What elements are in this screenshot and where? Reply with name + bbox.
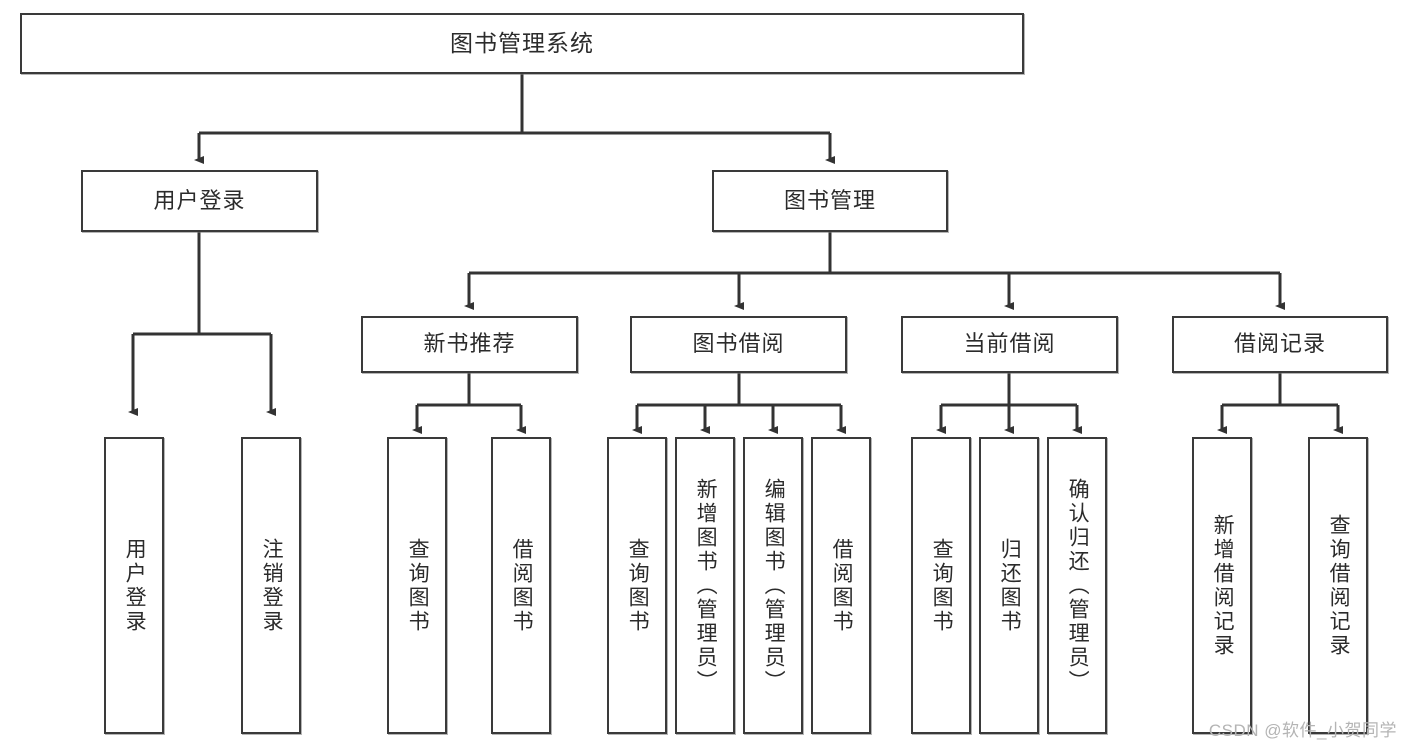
node-label: 图书管理系统 bbox=[450, 29, 594, 56]
node-leaf-query-record[interactable]: 查询借阅记录 bbox=[1308, 437, 1368, 734]
node-label: 查询图书 bbox=[406, 537, 430, 634]
node-label: 借阅图书 bbox=[510, 537, 534, 634]
node-leaf-logout-login[interactable]: 注销登录 bbox=[241, 437, 301, 734]
node-leaf-borrow-book-2[interactable]: 借阅图书 bbox=[811, 437, 871, 734]
node-leaf-add-book[interactable]: 新增图书（管理员） bbox=[675, 437, 735, 734]
node-label: 借阅图书 bbox=[830, 537, 854, 634]
node-user-login[interactable]: 用户登录 bbox=[81, 170, 318, 232]
node-root-system[interactable]: 图书管理系统 bbox=[20, 13, 1024, 74]
node-book-manage[interactable]: 图书管理 bbox=[712, 170, 948, 232]
node-label: 新书推荐 bbox=[423, 331, 516, 357]
csdn-watermark: CSDN @软件_小贺同学 bbox=[1208, 721, 1397, 740]
node-label: 图书借阅 bbox=[692, 331, 785, 357]
node-borrow-record[interactable]: 借阅记录 bbox=[1172, 316, 1388, 373]
node-leaf-user-login[interactable]: 用户登录 bbox=[104, 437, 164, 734]
node-label: 查询借阅记录 bbox=[1327, 513, 1351, 658]
node-leaf-query-book-3[interactable]: 查询图书 bbox=[911, 437, 971, 734]
node-leaf-return-book[interactable]: 归还图书 bbox=[979, 437, 1039, 734]
node-label: 图书管理 bbox=[783, 187, 876, 213]
node-label: 归还图书 bbox=[998, 537, 1022, 634]
node-leaf-borrow-book-1[interactable]: 借阅图书 bbox=[491, 437, 551, 734]
node-current-borrow[interactable]: 当前借阅 bbox=[901, 316, 1118, 373]
node-leaf-query-book-1[interactable]: 查询图书 bbox=[387, 437, 447, 734]
node-label: 注销登录 bbox=[260, 537, 284, 634]
node-leaf-edit-book[interactable]: 编辑图书（管理员） bbox=[743, 437, 803, 734]
node-leaf-query-book-2[interactable]: 查询图书 bbox=[607, 437, 667, 734]
node-label: 新增借阅记录 bbox=[1211, 513, 1235, 658]
node-leaf-confirm-return[interactable]: 确认归还（管理员） bbox=[1047, 437, 1107, 734]
node-label: 查询图书 bbox=[930, 537, 954, 634]
node-label: 当前借阅 bbox=[963, 331, 1056, 357]
node-book-borrow[interactable]: 图书借阅 bbox=[630, 316, 847, 373]
node-label: 用户登录 bbox=[153, 187, 246, 213]
node-label: 确认归还（管理员） bbox=[1066, 477, 1090, 694]
node-new-book-recommend[interactable]: 新书推荐 bbox=[361, 316, 578, 373]
node-leaf-add-record[interactable]: 新增借阅记录 bbox=[1192, 437, 1252, 734]
node-label: 查询图书 bbox=[626, 537, 650, 634]
node-label: 编辑图书（管理员） bbox=[762, 477, 786, 694]
node-label: 借阅记录 bbox=[1233, 331, 1326, 357]
node-label: 用户登录 bbox=[123, 537, 147, 634]
node-label: 新增图书（管理员） bbox=[694, 477, 718, 694]
